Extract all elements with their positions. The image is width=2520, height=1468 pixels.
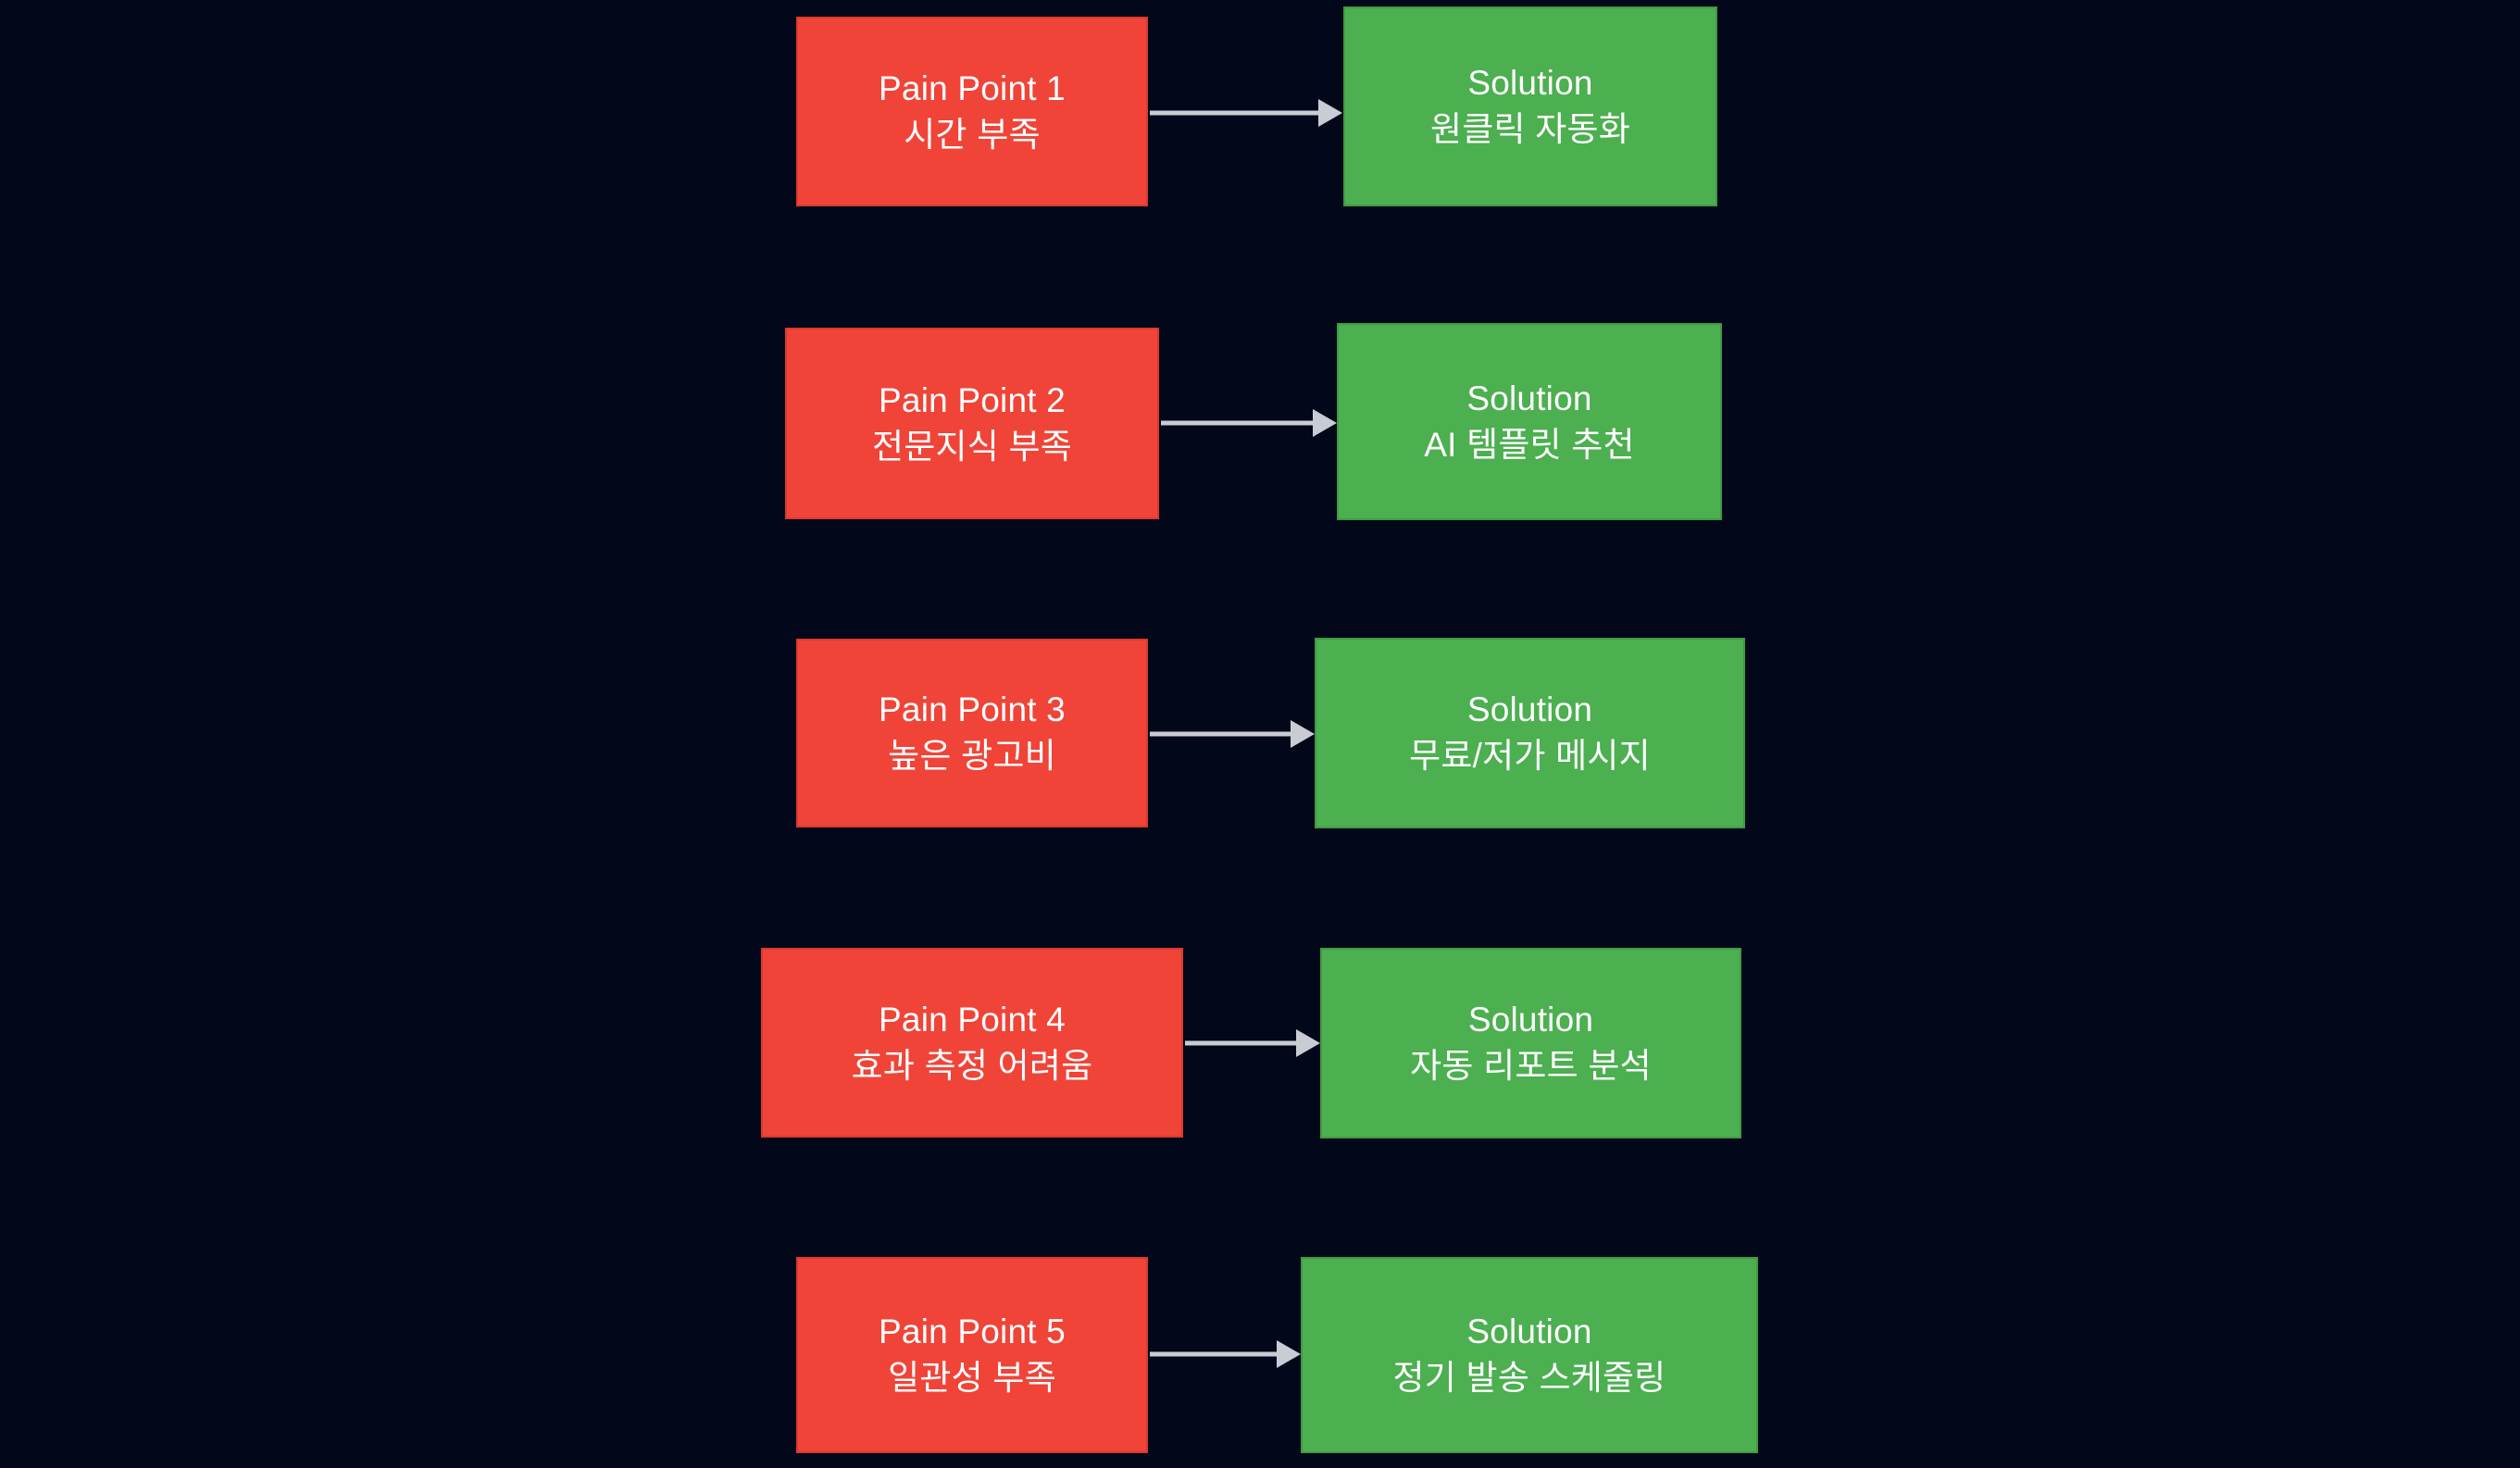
solution-node[interactable]: Solution AI 템플릿 추천 bbox=[1337, 323, 1722, 520]
arrow-head-icon bbox=[1313, 409, 1337, 437]
solution-detail: 원클릭 자동화 bbox=[1430, 110, 1630, 148]
pain-point-node[interactable]: Pain Point 2 전문지식 부족 bbox=[785, 328, 1159, 519]
solution-title: Solution bbox=[1466, 1312, 1592, 1351]
pain-point-detail: 효과 측정 어려움 bbox=[851, 1046, 1093, 1085]
pain-point-detail: 일관성 부족 bbox=[888, 1359, 1056, 1397]
pain-point-title: Pain Point 2 bbox=[879, 380, 1066, 419]
pain-point-node[interactable]: Pain Point 5 일관성 부족 bbox=[796, 1257, 1148, 1453]
arrow-head-icon bbox=[1318, 99, 1342, 127]
pain-point-title: Pain Point 3 bbox=[879, 690, 1066, 729]
pain-point-detail: 시간 부족 bbox=[904, 115, 1041, 154]
solution-title: Solution bbox=[1466, 690, 1593, 729]
solution-title: Solution bbox=[1466, 379, 1592, 417]
arrow-shaft bbox=[1150, 1351, 1279, 1357]
arrow-head-icon bbox=[1296, 1029, 1320, 1057]
pain-point-title: Pain Point 4 bbox=[879, 1000, 1066, 1039]
arrow-shaft bbox=[1150, 110, 1320, 116]
solution-detail: 정기 발송 스케줄링 bbox=[1392, 1359, 1666, 1397]
solution-title: Solution bbox=[1467, 1001, 1594, 1039]
solution-node[interactable]: Solution 무료/저가 메시지 bbox=[1315, 638, 1745, 828]
arrow-shaft bbox=[1161, 420, 1315, 426]
solution-node[interactable]: Solution 원클릭 자동화 bbox=[1343, 6, 1717, 206]
solution-node[interactable]: Solution 자동 리포트 분석 bbox=[1320, 948, 1741, 1138]
solution-detail: AI 템플릿 추천 bbox=[1424, 425, 1635, 464]
pain-point-detail: 전문지식 부족 bbox=[872, 427, 1072, 466]
solution-detail: 무료/저가 메시지 bbox=[1409, 737, 1651, 775]
arrow-shaft bbox=[1150, 731, 1292, 737]
pain-point-detail: 높은 광고비 bbox=[888, 737, 1056, 775]
pain-point-title: Pain Point 5 bbox=[879, 1312, 1066, 1351]
arrow-head-icon bbox=[1277, 1340, 1301, 1368]
solution-node[interactable]: Solution 정기 발송 스케줄링 bbox=[1301, 1257, 1758, 1453]
pain-point-node[interactable]: Pain Point 4 효과 측정 어려움 bbox=[761, 948, 1183, 1138]
solution-detail: 자동 리포트 분석 bbox=[1410, 1047, 1652, 1085]
arrow-head-icon bbox=[1291, 720, 1315, 748]
pain-point-node[interactable]: Pain Point 3 높은 광고비 bbox=[796, 639, 1148, 827]
pain-point-title: Pain Point 1 bbox=[879, 68, 1066, 107]
solution-title: Solution bbox=[1467, 64, 1593, 103]
arrow-shaft bbox=[1185, 1040, 1298, 1046]
pain-point-node[interactable]: Pain Point 1 시간 부족 bbox=[796, 17, 1148, 206]
